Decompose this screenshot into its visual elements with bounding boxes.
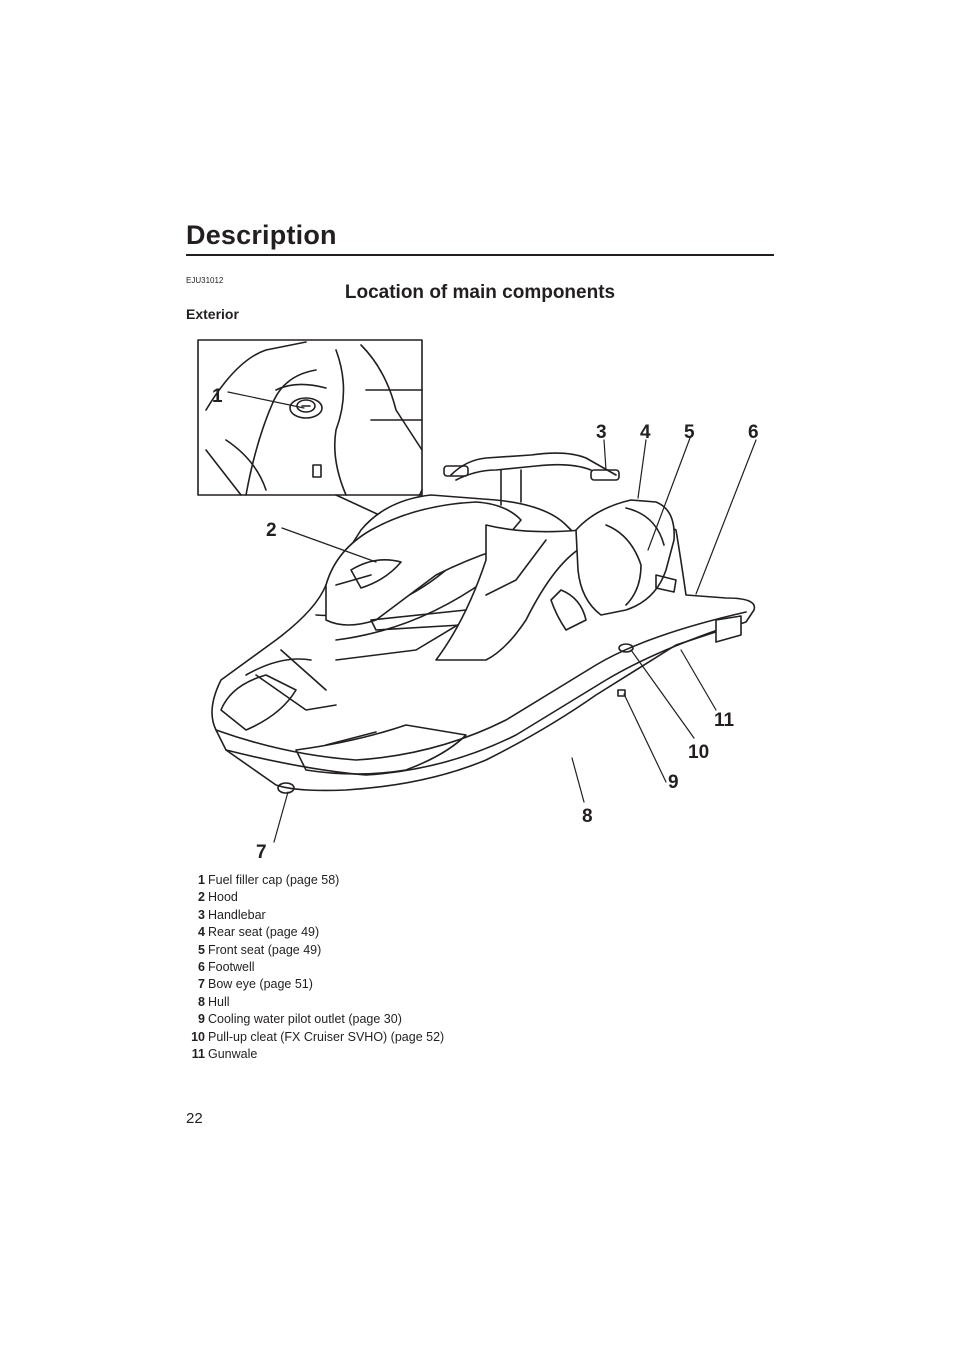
watercraft-diagram: 1 2 3 4 5 6 7 8 9 10 11 [186, 330, 774, 870]
title-rule [186, 254, 774, 256]
callout-leaders [227, 391, 757, 843]
page-title: Description [186, 220, 337, 250]
callout-2: 2 [266, 520, 277, 541]
callout-3: 3 [596, 422, 607, 443]
callout-9: 9 [668, 772, 679, 793]
callout-5: 5 [684, 422, 695, 443]
callout-4: 4 [640, 422, 651, 443]
section-heading: Location of main components [344, 282, 616, 303]
callout-1: 1 [212, 386, 223, 407]
jet-ski-body [211, 452, 756, 794]
callout-7: 7 [256, 842, 267, 863]
inset-detail [197, 339, 423, 496]
callout-8: 8 [582, 806, 593, 827]
page-number: 22 [186, 1110, 203, 1127]
callout-10: 10 [688, 742, 709, 763]
section-code: EJU31012 [186, 276, 224, 285]
callout-6: 6 [748, 422, 759, 443]
exterior-subheading: Exterior [186, 306, 239, 322]
callout-11: 11 [714, 710, 735, 731]
